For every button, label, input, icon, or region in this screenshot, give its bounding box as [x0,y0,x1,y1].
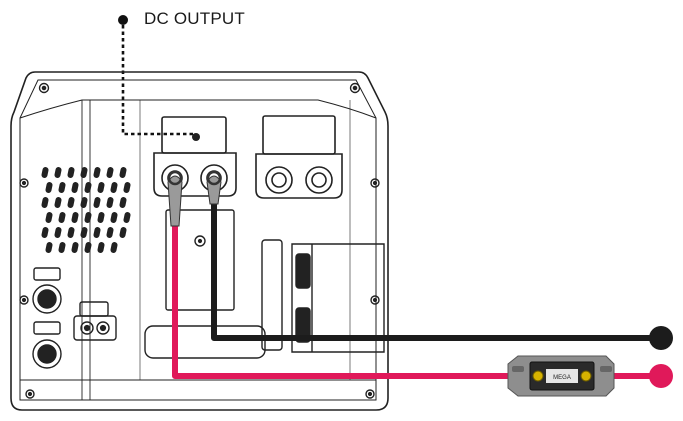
ac-terminal-block [255,115,343,199]
vent-slot [71,212,79,223]
vent-slot [54,227,62,238]
fuse-terminal-left [532,370,544,382]
vent-slot [45,212,53,223]
vent-slot [45,182,53,193]
vent-slot [54,197,62,208]
dc-output-callout [118,15,196,136]
vent-slot [84,242,92,253]
side-connectors [32,267,117,369]
dc-output-terminal-block [153,116,237,197]
vent-slot [84,212,92,223]
vent-slot [71,242,79,253]
vent-slot [58,182,66,193]
vent-slot [119,197,127,208]
vent-slot [97,212,105,223]
vent-slot [80,167,88,178]
vent-slot [110,242,118,253]
vent-slot [119,227,127,238]
vent-slot [54,167,62,178]
vent-slot [67,167,75,178]
mounting-screws [19,82,380,399]
inner-panels [144,209,385,359]
vent-slot [80,227,88,238]
vent-slot [93,167,101,178]
vent-grille [41,167,131,253]
positive-cable [172,224,673,388]
dc-output-port [192,133,200,141]
vent-slot [123,212,131,223]
vent-slot [41,227,49,238]
vent-slot [106,197,114,208]
vent-slot [41,167,49,178]
positive-battery-terminal [649,364,673,388]
vent-slot [45,242,53,253]
dc-output-label: DC OUTPUT [144,9,245,28]
vent-slot [97,242,105,253]
vent-slot [97,182,105,193]
fuse-label: MEGA [553,375,571,381]
vent-slot [67,227,75,238]
cable-lugs [167,170,222,227]
vent-slot [110,182,118,193]
vent-slot [119,167,127,178]
vent-slot [41,197,49,208]
negative-cable [211,198,673,350]
vent-slot [110,212,118,223]
vent-slot [106,227,114,238]
vent-slot [93,227,101,238]
vent-slot [93,197,101,208]
vent-slot [80,197,88,208]
fuse-terminal-right [580,370,592,382]
vent-slot [58,242,66,253]
negative-battery-terminal [649,326,673,350]
vent-slot [123,182,131,193]
vent-slot [84,182,92,193]
inline-mega-fuse: MEGA [507,355,615,397]
vent-slot [71,182,79,193]
vent-slot [58,212,66,223]
vent-slot [106,167,114,178]
vent-slot [67,197,75,208]
